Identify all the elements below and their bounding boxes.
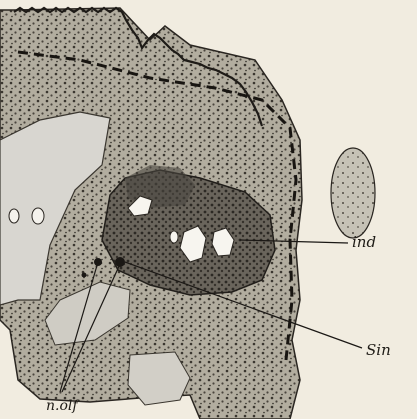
nerve-spot-3 [82,273,87,278]
label-sin: Sin [366,343,391,358]
right-oval [331,148,375,238]
label-ind: ind [352,235,376,250]
vacuole-4 [170,231,178,243]
label-n-olf: n.olf [46,399,78,413]
left-hole-2 [32,208,44,224]
nerve-spot-2 [115,257,125,267]
left-hole-1 [9,209,19,223]
